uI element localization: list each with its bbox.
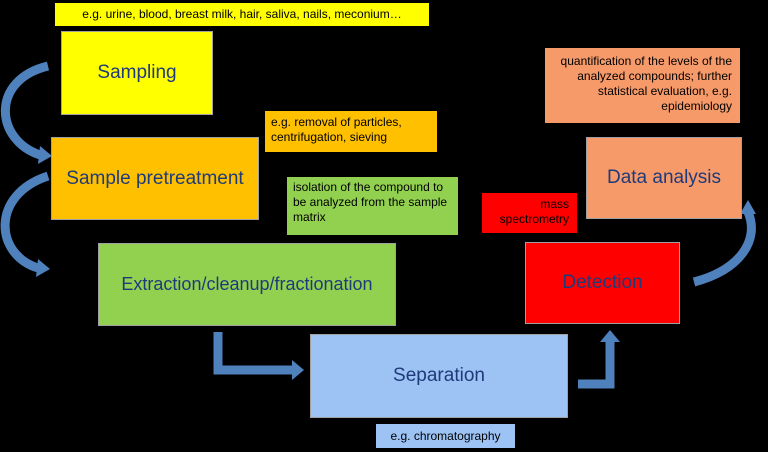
note-pretreatment-text: e.g. removal of particles, centrifugatio… <box>271 115 402 144</box>
arrow-pretreatment-to-extraction <box>0 171 50 273</box>
arrow-separation-to-detection <box>578 342 615 389</box>
note-detection: mass spectrometry <box>482 193 577 233</box>
arrowhead-4 <box>600 330 620 342</box>
step-sampling-label: Sampling <box>97 62 177 83</box>
note-extraction: isolation of the compound to be analyzed… <box>287 177 458 235</box>
arrow-detection-to-data <box>692 210 756 287</box>
arrow-extraction-to-separation <box>213 332 292 375</box>
note-separation: e.g. chromatography <box>376 424 515 448</box>
step-detection: Detection <box>525 242 680 324</box>
note-sampling-text: e.g. urine, blood, breast milk, hair, sa… <box>82 7 402 21</box>
arrowhead-1 <box>38 146 52 164</box>
step-sample-pretreatment-label: Sample pretreatment <box>66 167 244 189</box>
note-extraction-text: isolation of the compound to be analyzed… <box>293 180 448 224</box>
note-detection-text: mass spectrometry <box>499 197 569 226</box>
note-pretreatment: e.g. removal of particles, centrifugatio… <box>265 111 437 152</box>
step-data-analysis-label: Data analysis <box>606 167 722 188</box>
step-separation-label: Separation <box>393 365 485 386</box>
note-sampling: e.g. urine, blood, breast milk, hair, sa… <box>55 3 429 26</box>
note-data-analysis-text: quantification of the levels of the anal… <box>560 54 732 113</box>
step-extraction: Extraction/cleanup/fractionation <box>98 243 396 326</box>
arrowhead-2 <box>36 259 50 277</box>
step-sample-pretreatment: Sample pretreatment <box>51 137 259 220</box>
step-separation: Separation <box>310 334 568 418</box>
arrow-sampling-to-pretreatment <box>1 61 50 160</box>
arrowhead-3 <box>292 360 304 380</box>
step-extraction-label: Extraction/cleanup/fractionation <box>121 274 373 294</box>
step-sampling: Sampling <box>61 31 213 115</box>
note-separation-text: e.g. chromatography <box>390 429 501 443</box>
arrowhead-5 <box>740 200 756 214</box>
step-detection-label: Detection <box>562 272 643 293</box>
step-data-analysis: Data analysis <box>586 137 742 219</box>
note-data-analysis: quantification of the levels of the anal… <box>545 48 740 123</box>
